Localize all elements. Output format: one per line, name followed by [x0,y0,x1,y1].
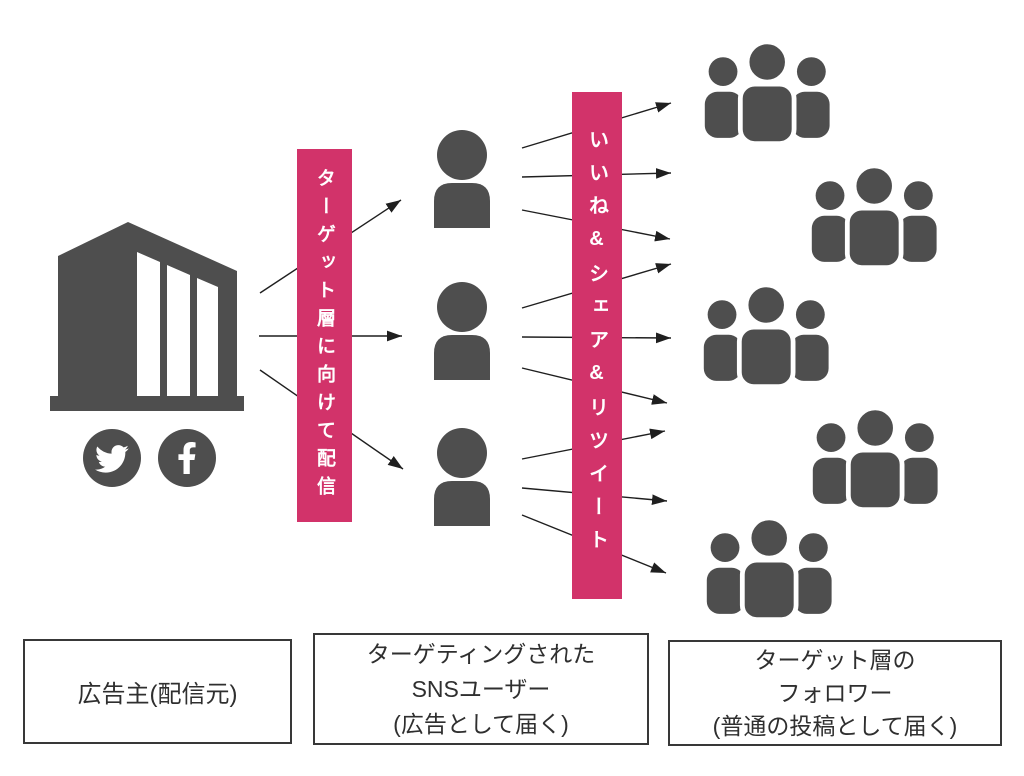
advertiser-label-box: 広告主(配信元) [23,639,292,744]
people-group-icon [704,285,829,387]
followers-label-box: ターゲット層の フォロワー (普通の投稿として届く) [668,640,1002,746]
sns-users-label-line2: SNSユーザー [411,675,551,702]
single-person-icon [434,282,490,380]
single-person-icon [434,130,490,228]
people-group-icon [707,518,832,620]
single-person-icon [434,428,490,526]
people-group-icon [705,42,830,144]
followers-label-line1: ターゲット層の [754,646,916,673]
sns-users-label-box: ターゲティングされた SNSユーザー (広告として届く) [313,633,649,745]
twitter-bird-icon [83,429,141,487]
facebook-f-icon [158,429,216,487]
engagement-banner: いいね&シェア&リツイート [572,92,622,599]
targeting-banner-label: ターゲット層に向けて配信 [314,167,335,504]
followers-label-line3: (普通の投稿として届く) [712,712,958,739]
office-building-icon [50,222,244,411]
people-group-icon [812,166,937,268]
sns-users-label-line3: (広告として届く) [393,710,569,737]
people-group-icon [813,408,938,510]
engagement-banner-label: いいね&シェア&リツイート [585,129,608,562]
targeting-banner: ターゲット層に向けて配信 [297,149,352,522]
advertiser-label: 広告主(配信元) [77,681,238,708]
sns-users-label-line1: ターゲティングされた [366,640,596,667]
followers-label-line2: フォロワー [777,679,893,706]
